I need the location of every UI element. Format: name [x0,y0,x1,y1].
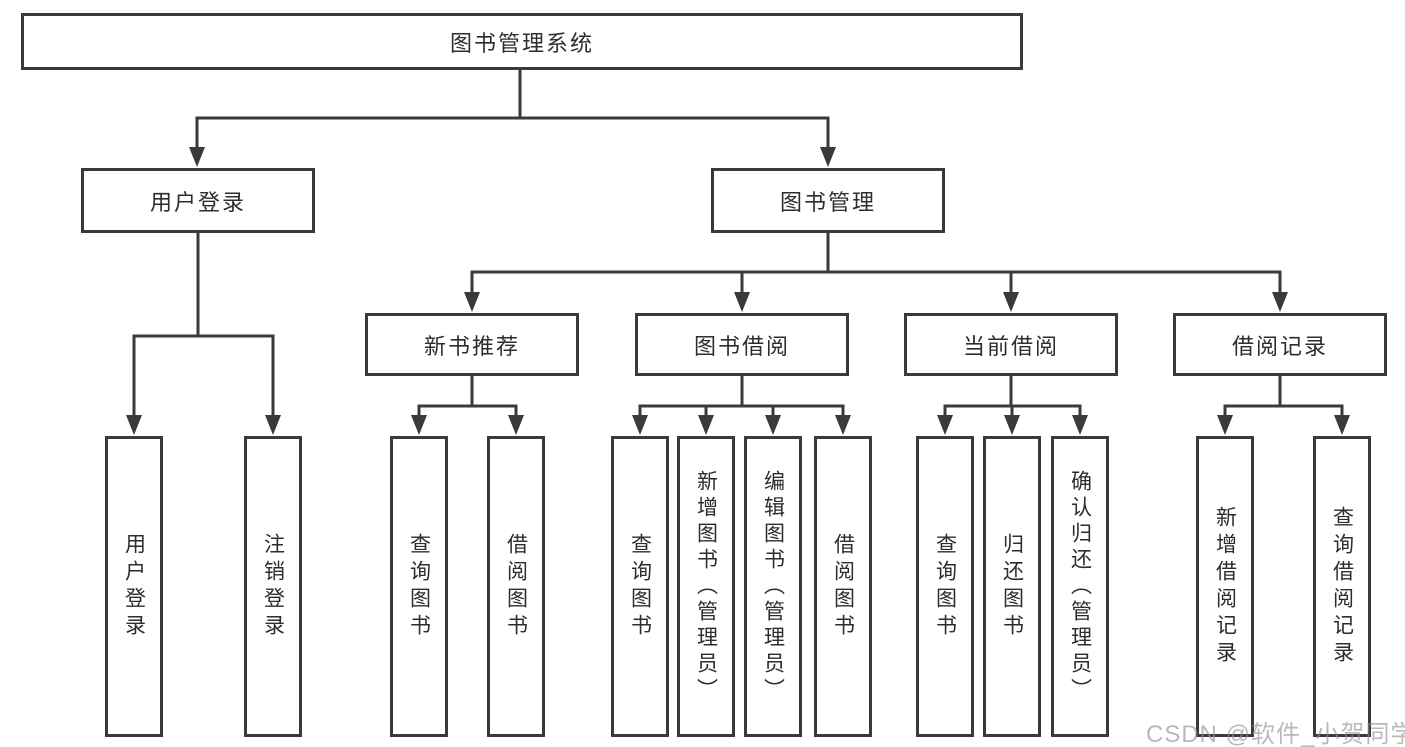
leaf-bb-query-books: 查询图书 [611,436,669,737]
leaf-label: 借阅图书 [504,532,528,641]
leaf-label: 新增借阅记录 [1213,505,1237,668]
leaf-label: 查询图书 [628,532,652,641]
watermark: CSDN @软件_小贺同学 [1146,721,1405,747]
leaf-label: 新增图书（管理员） [694,469,718,704]
leaf-label: 编辑图书（管理员） [761,469,785,704]
node-root: 图书管理系统 [21,13,1023,70]
leaf-user-login: 用户登录 [105,436,163,737]
leaf-label: 注销登录 [261,532,285,641]
leaf-label: 查询图书 [407,532,431,641]
node-borrowing-records: 借阅记录 [1173,313,1387,376]
leaf-label: 查询借阅记录 [1330,505,1354,668]
node-user-login: 用户登录 [81,168,315,233]
leaf-bb-edit-books: 编辑图书（管理员） [744,436,802,737]
node-book-management: 图书管理 [711,168,945,233]
leaf-br-add-record: 新增借阅记录 [1196,436,1254,737]
leaf-bb-borrow-books: 借阅图书 [814,436,872,737]
leaf-nb-query-books: 查询图书 [390,436,448,737]
leaf-cb-confirm-return: 确认归还（管理员） [1051,436,1109,737]
leaf-bb-add-books: 新增图书（管理员） [677,436,735,737]
leaf-label: 借阅图书 [831,532,855,641]
leaf-br-query-record: 查询借阅记录 [1313,436,1371,737]
leaf-label: 查询图书 [933,532,957,641]
node-new-book-recommend: 新书推荐 [365,313,579,376]
leaf-label: 确认归还（管理员） [1068,469,1092,704]
leaf-label: 归还图书 [1000,532,1024,641]
leaf-cb-return-books: 归还图书 [983,436,1041,737]
node-book-borrowing: 图书借阅 [635,313,849,376]
leaf-label: 用户登录 [122,532,146,641]
leaf-logout: 注销登录 [244,436,302,737]
leaf-nb-borrow-books: 借阅图书 [487,436,545,737]
node-current-borrowing: 当前借阅 [904,313,1118,376]
leaf-cb-query-books: 查询图书 [916,436,974,737]
